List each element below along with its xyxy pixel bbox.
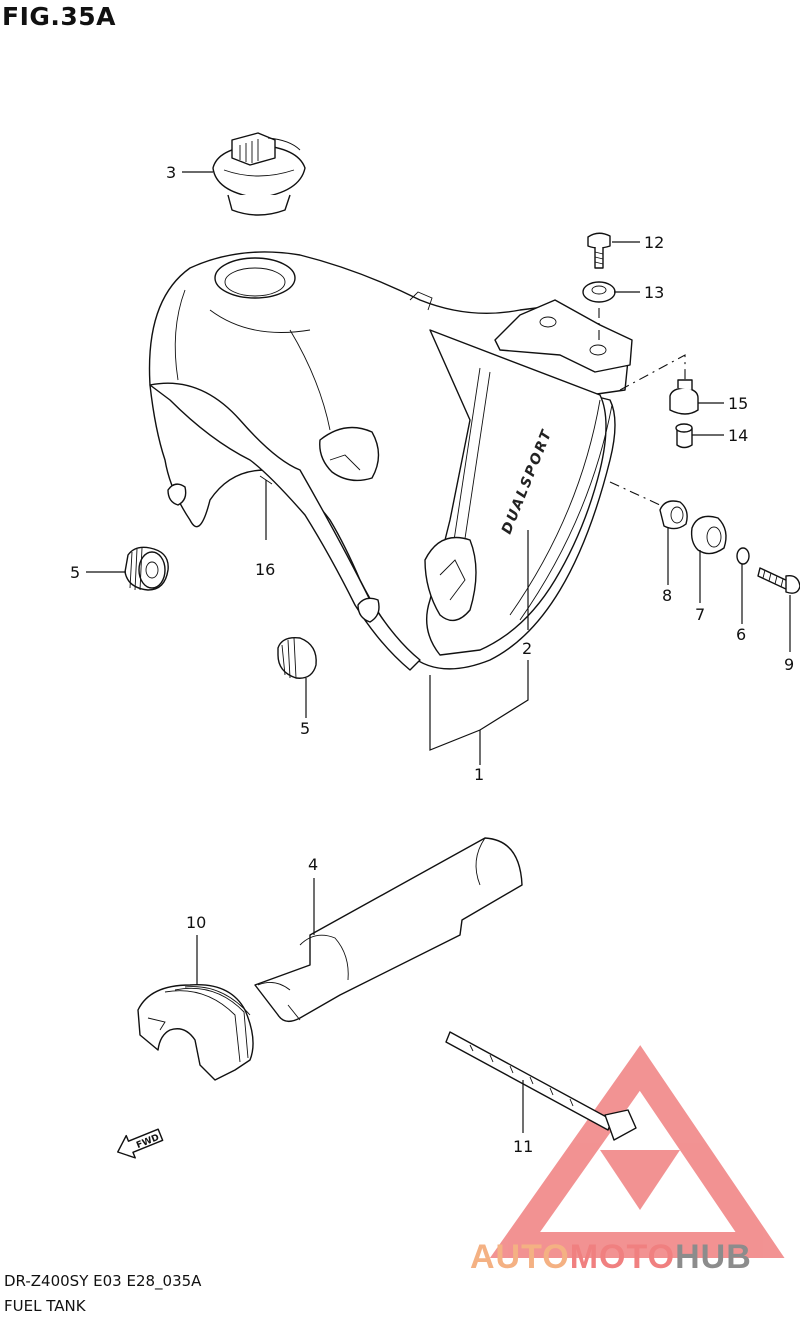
callout-4: 4 [308, 855, 318, 874]
callout-3: 3 [166, 163, 176, 182]
callout-14: 14 [728, 426, 748, 445]
callout-9: 9 [784, 655, 794, 674]
cushion-7 [690, 515, 727, 555]
collar-6 [736, 547, 750, 565]
fuel-tank [148, 251, 633, 671]
callout-16: 16 [255, 560, 275, 579]
callout-12: 12 [644, 233, 664, 252]
callout-8: 8 [662, 586, 672, 605]
callout-6: 6 [736, 625, 746, 644]
callout-5b: 5 [300, 719, 310, 738]
model-code: DR-Z400SY E03 E28_035A [4, 1272, 202, 1290]
watermark-hub: HUB [675, 1238, 752, 1276]
watermark-auto: AUTO [470, 1238, 570, 1276]
fwd-arrow-icon: FWD [117, 1128, 164, 1159]
watermark-text: AUTOMOTOHUB [470, 1238, 752, 1277]
cushion-15 [669, 379, 699, 415]
sleeve-4 [254, 837, 523, 1023]
clamp-10 [137, 984, 254, 1081]
callout-13: 13 [644, 283, 664, 302]
bolt-9 [757, 567, 800, 594]
fwd-label: FWD [135, 1133, 161, 1151]
cushion-8 [659, 500, 688, 530]
watermark-logo [489, 1045, 785, 1258]
cable-tie-11 [445, 1031, 637, 1141]
bolt-12 [587, 232, 611, 269]
grommet-upper [124, 546, 169, 591]
callout-5a: 5 [70, 563, 80, 582]
figure-title: FIG.35A [2, 2, 117, 31]
callout-7: 7 [695, 605, 705, 624]
callout-15: 15 [728, 394, 748, 413]
callout-11: 11 [513, 1137, 533, 1156]
callout-2: 2 [522, 639, 532, 658]
figure-description: FUEL TANK [4, 1297, 86, 1315]
watermark-moto: MOTO [569, 1238, 676, 1276]
washer-13 [582, 281, 616, 303]
callout-1: 1 [474, 765, 484, 784]
grommet-lower [277, 637, 317, 679]
collar-14 [675, 423, 693, 449]
fuel-cap [212, 132, 306, 216]
callout-10: 10 [186, 913, 206, 932]
